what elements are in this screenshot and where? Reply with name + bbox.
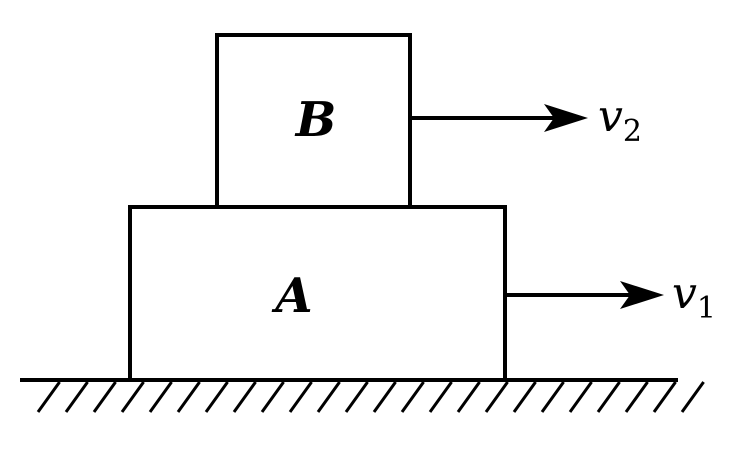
arrow-v2-head	[544, 104, 588, 132]
v2-subscript: 2	[623, 114, 642, 149]
ground	[20, 378, 705, 413]
ground-hatch-line	[260, 381, 285, 413]
ground-hatch-line	[456, 381, 481, 413]
v2-symbol: v	[598, 91, 623, 142]
ground-hatch-line	[176, 381, 201, 413]
ground-hatch-line	[652, 381, 677, 413]
arrow-v1-head	[620, 281, 664, 309]
ground-hatch-line	[680, 381, 705, 413]
ground-hatch-line	[400, 381, 425, 413]
block-a: A	[128, 205, 507, 382]
ground-hatch-line	[624, 381, 649, 413]
ground-hatch-line	[288, 381, 313, 413]
velocity-arrow-v1: v1	[505, 268, 716, 326]
block-b-body	[215, 33, 412, 209]
block-a-body	[128, 205, 507, 382]
ground-hatch-line	[484, 381, 509, 413]
ground-hatch-line	[344, 381, 369, 413]
block-b-label: B	[294, 92, 337, 148]
velocity-label-v1: v1	[672, 268, 716, 326]
v1-symbol: v	[672, 268, 697, 319]
ground-hatch-line	[148, 381, 173, 413]
ground-hatch-line	[232, 381, 257, 413]
ground-hatch-line	[120, 381, 145, 413]
ground-hatch-line	[428, 381, 453, 413]
ground-hatch-line	[596, 381, 621, 413]
velocity-arrow-v2: v2	[410, 91, 642, 149]
ground-hatch-line	[92, 381, 117, 413]
ground-hatch-line	[204, 381, 229, 413]
ground-hatch-line	[540, 381, 565, 413]
ground-hatch-line	[36, 381, 61, 413]
ground-hatch-line	[64, 381, 89, 413]
velocity-label-v2: v2	[598, 91, 642, 149]
ground-hatch-line	[316, 381, 341, 413]
v1-subscript: 1	[697, 291, 716, 326]
ground-hatch-line	[372, 381, 397, 413]
ground-hatch-line	[568, 381, 593, 413]
ground-hatch-line	[512, 381, 537, 413]
block-a-label: A	[271, 268, 312, 324]
ground-hatching	[36, 381, 705, 413]
block-b: B	[215, 33, 412, 209]
